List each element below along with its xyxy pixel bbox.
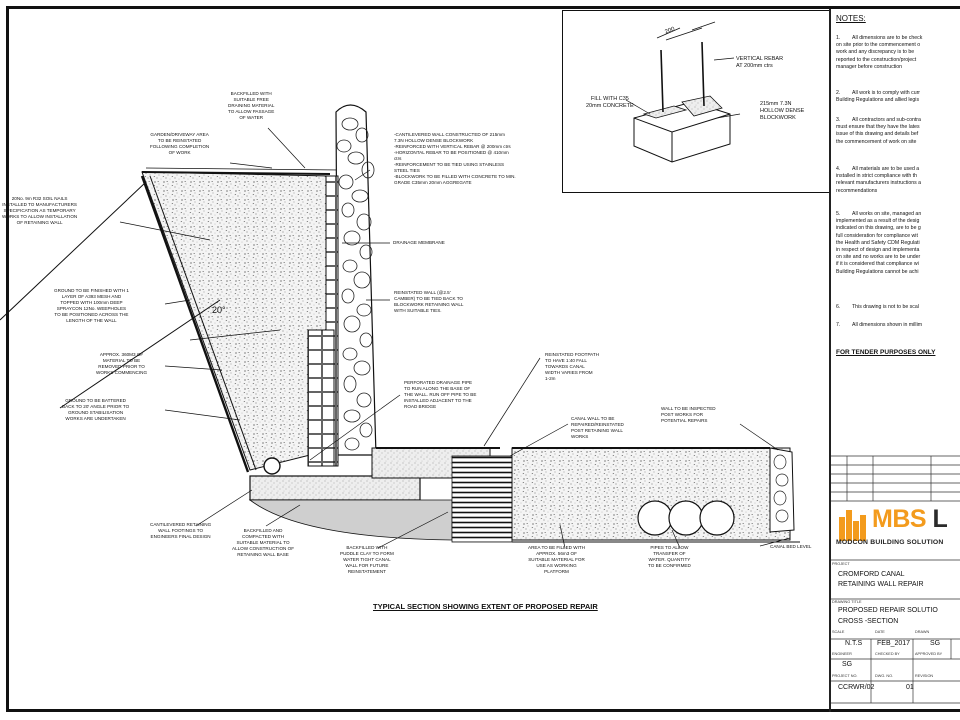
label-membrane: DRAINAGE MEMBRANE [393,240,445,245]
note-7: 7.All dimensions shown in millim [836,322,923,328]
backfill-wedge [141,171,331,471]
scale-value: N.T.S [845,640,863,647]
label-pipes: PIPES TO ALLOW TRANSFER OF WATER. QUANTI… [648,545,691,568]
wall-footing [249,475,421,501]
engineer-label: ENGINEER [832,652,852,656]
detail-rebar-label: VERTICAL REBAR AT 200mm ctrs [736,56,784,69]
label-perforated: PERFORATED DRAINAGE PIPE TO RUN ALONG TH… [404,380,477,409]
label-footing: CANTILEVERED RETAINING WALL FOOTINGS TO … [150,522,212,539]
approved-label: APPROVED BY [915,652,943,656]
notes-title: NOTES: [836,14,866,23]
label-canal-bed: CANAL BED LEVEL [770,544,812,549]
dwg-no-label: DWG. NO. [875,674,894,678]
date-label: DATE [875,630,885,634]
dwg-no-value: 01 [906,684,914,691]
label-backfill-base: BACKFILLED AND COMPACTED WITH SUITABLE M… [232,528,295,557]
label-backfill-top: BACKFILLED WITH SUITABLE FREE DRAINING M… [228,91,275,120]
blockwork-detail [562,10,831,193]
label-reinstated-wall: REINSTATED WALL (@2.5' CAMBER) TO BE TIE… [394,290,464,313]
drawing-title-line-1: PROPOSED REPAIR SOLUTIO [838,607,938,614]
puddle-clay [451,455,513,543]
note-6: 6.This drawing is not to be scal [836,304,919,310]
label-soil-nails: 20No. 9m R32 SOIL NAILS INSTALLED TO MAN… [2,196,78,225]
scale-label: SCALE [832,630,845,634]
note-4: 4.All materials are to be used a install… [836,166,922,194]
label-batter: GROUND TO BE BATTERED BACK TO 20' ANGLE … [62,398,130,421]
company-logo: MBS L [872,505,948,533]
note-2: 2.All work is to comply with curr Buildi… [836,90,921,104]
tender-note: FOR TENDER PURPOSES ONLY [836,349,936,356]
project-label: PROJECT [832,562,850,566]
date-value: FEB_2017 [877,640,911,647]
label-footpath: REINSTATED FOOTPATH TO HAVE 1:40 FALL TO… [545,352,600,381]
project-line-2: RETAINING WALL REPAIR [838,581,924,588]
label-mesh: GROUND TO BE FINISHED WITH 1 LAYER OF A3… [54,288,129,323]
drawing-title-label: DRAWING TITLE [832,600,862,604]
label-garden: GARDEN/DRIVEWAY AREA TO BE REINSTATED FO… [150,132,210,155]
note-3: 3.All contractors and sub-contra must en… [836,117,921,145]
company-name: MODCON BUILDING SOLUTION [836,539,944,546]
label-area-fill: AREA TO BE FILLED WITH APPROX. 56m3 OF S… [528,545,586,574]
drawing-border [6,6,960,712]
drawn-value: SG [930,640,941,647]
drawing-title-line-2: CROSS -SECTION [838,618,899,625]
note-5: 5.All works on site, managed an implemen… [836,211,922,275]
label-cantilever-spec: -CANTILEVERED WALL CONSTRUCTED OF 215mm … [394,132,516,185]
project-no-value: CCRWR/02 [838,684,875,691]
detail-fill-label: FILL WITH C35 20mm CONCRETE [586,96,634,109]
drawn-label: DRAWN [915,630,930,634]
drainage-pipe [263,457,281,475]
title-block [829,9,960,712]
label-canal-wall: CANAL WALL TO BE REPAIRED/REINSTATED POS… [571,416,624,439]
detail-block-label: 215mm 7.3N HOLLOW DENSE BLOCKWORK [760,101,805,121]
checked-label: CHECKED BY [875,652,900,656]
angle-label: 20° [212,305,226,315]
revision-label: REVISION [915,674,934,678]
canal-wall [769,447,795,533]
battered-slope [140,175,250,473]
project-no-label: PROJECT NO. [832,674,858,678]
note-1: 1.All dimensions are to be check on site… [836,35,923,70]
label-inspected: WALL TO BE INSPECTED POST WORKS FOR POTE… [661,406,716,423]
engineer-value: SG [842,661,853,668]
project-line-1: CROMFORD CANAL [838,571,905,578]
company-logo-icon [839,510,866,541]
drawing-caption: TYPICAL SECTION SHOWING EXTENT OF PROPOS… [373,602,598,611]
label-remove: APPROX. 360M3 OF MATERIAL TO BE REMOVED … [96,352,148,375]
label-puddle: BACKFILLED WITH PUDDLE CLAY TO FORM WATE… [340,545,394,574]
